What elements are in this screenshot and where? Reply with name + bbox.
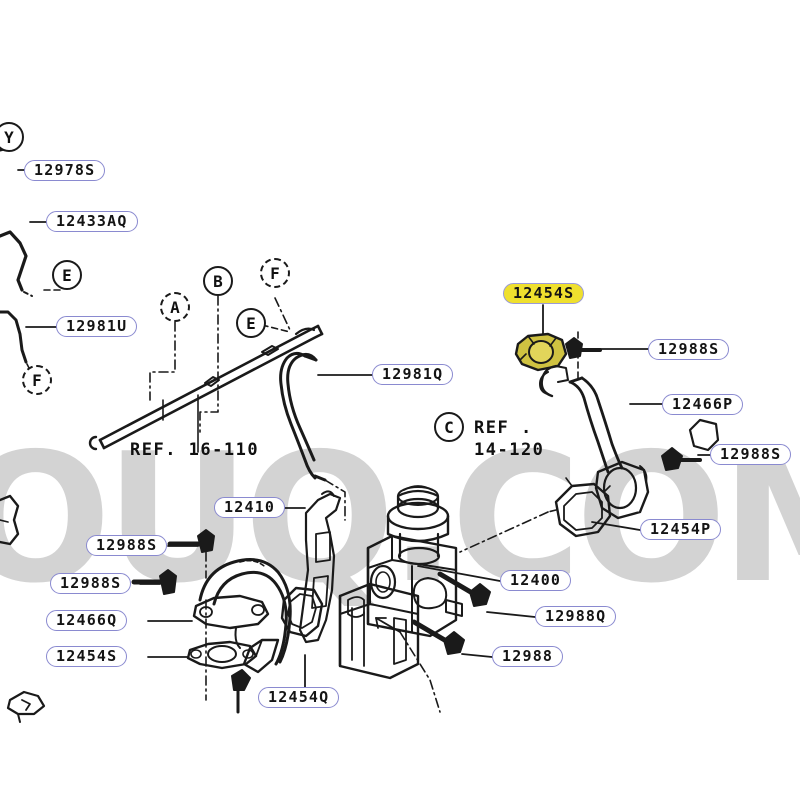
fuel-rail — [88, 324, 324, 451]
part-label-12981u[interactable]: 12981U — [56, 316, 138, 337]
part-label-12400[interactable]: 12400 — [500, 570, 572, 591]
intake-hose-assembly — [131, 529, 324, 714]
part-label-12454s-bottom[interactable]: 12454S — [46, 646, 128, 667]
part-label-12988s-left-lower[interactable]: 12988S — [50, 573, 132, 594]
part-label-12978s[interactable]: 12978S — [24, 160, 106, 181]
part-label-12988[interactable]: 12988 — [492, 646, 564, 667]
part-label-12466q[interactable]: 12466Q — [46, 610, 128, 631]
part-label-12981q[interactable]: 12981Q — [372, 364, 454, 385]
balloon-a[interactable]: A — [160, 292, 190, 322]
bolts-center — [411, 571, 491, 655]
part-label-12988q[interactable]: 12988Q — [535, 606, 617, 627]
hose-12433aq — [0, 230, 28, 292]
gasket-12454s-highlight — [514, 332, 568, 372]
balloon-b[interactable]: B — [203, 266, 233, 296]
part-label-12454s-top[interactable]: 12454S — [503, 283, 585, 304]
gasket-12454p — [459, 477, 612, 553]
part-label-12454p[interactable]: 12454P — [640, 519, 722, 540]
ref-14-120-line1: REF . — [474, 418, 533, 438]
part-label-12988s-right-lower[interactable]: 12988S — [710, 444, 792, 465]
ref-16-110: REF. 16-110 — [130, 440, 260, 460]
part-label-12433aq[interactable]: 12433AQ — [46, 211, 138, 232]
part-label-12988s-right-upper[interactable]: 12988S — [648, 339, 730, 360]
balloon-f-rail[interactable]: F — [260, 258, 290, 288]
part-label-12410[interactable]: 12410 — [214, 497, 286, 518]
balloon-y[interactable]: Y — [0, 122, 24, 152]
left-edge-fragments — [0, 494, 46, 723]
throttle-body-12400 — [338, 485, 463, 713]
part-label-12454q[interactable]: 12454Q — [258, 687, 340, 708]
hose-12981u — [0, 310, 28, 364]
pipe-12466p — [539, 331, 702, 520]
part-label-12466p[interactable]: 12466P — [662, 394, 744, 415]
ref-14-120-line2: 14-120 — [474, 440, 545, 460]
hose-12981q — [279, 351, 346, 521]
right-edge-fragments — [688, 418, 720, 452]
balloon-pointers — [43, 289, 291, 453]
balloon-e-rail[interactable]: E — [236, 308, 266, 338]
balloon-e-left[interactable]: E — [52, 260, 82, 290]
part-label-12988s-left-upper[interactable]: 12988S — [86, 535, 168, 556]
balloon-c[interactable]: C — [434, 412, 464, 442]
balloon-f-left[interactable]: F — [22, 365, 52, 395]
